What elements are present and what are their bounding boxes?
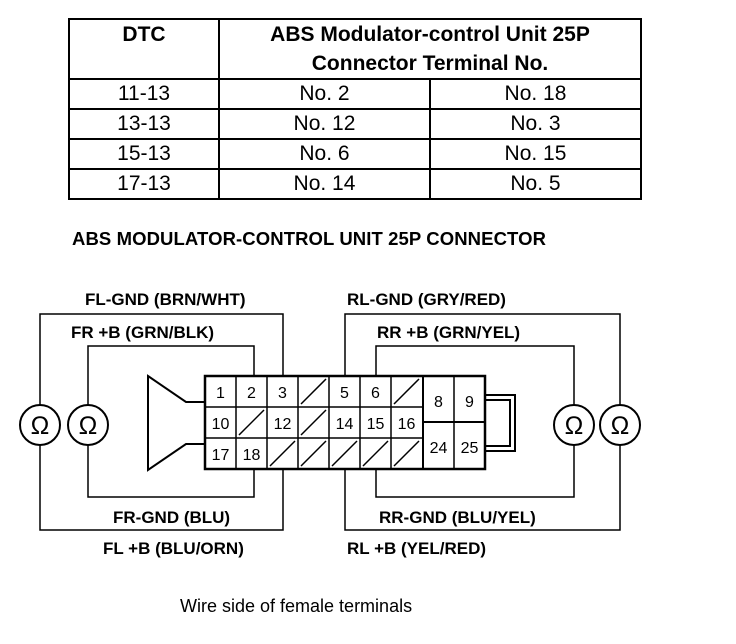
ohm-symbol: Ω: [565, 412, 584, 440]
pin-number: 1: [216, 385, 225, 402]
pin-number: 14: [336, 416, 354, 433]
terminal-b-cell: No. 15: [428, 138, 643, 170]
pin-number: 15: [367, 416, 385, 433]
pin-number: 17: [212, 447, 230, 464]
label-rr-gnd: RR-GND (BLU/YEL): [379, 508, 536, 527]
connector-latch: [485, 394, 516, 452]
label-rl-gnd: RL-GND (GRY/RED): [347, 290, 506, 309]
terminal-b-cell: No. 3: [428, 108, 643, 140]
connector-heading: ABS MODULATOR-CONTROL UNIT 25P CONNECTOR: [72, 228, 547, 249]
pin-number: 6: [371, 385, 380, 402]
blank-pin-hatch: [393, 378, 420, 405]
blank-pin-hatch: [269, 440, 296, 467]
label-fr-b: FR +B (GRN/BLK): [71, 323, 214, 342]
dtc-cell: 13-13: [68, 108, 220, 140]
pin-number: 25: [461, 440, 479, 457]
terminal-b-cell: No. 5: [428, 168, 643, 200]
dtc-terminal-table: DTC ABS Modulator-control Unit 25P Conne…: [68, 18, 643, 200]
terminal-a-cell: No. 14: [218, 168, 431, 200]
label-fl-b: FL +B (BLU/ORN): [103, 539, 244, 558]
blank-pin-hatch: [362, 440, 389, 467]
wire-fl-loop: [39, 313, 284, 531]
table-row: 15-13 No. 6 No. 15: [68, 138, 643, 170]
table-row: 13-13 No. 12 No. 3: [68, 108, 643, 140]
pin-number: 12: [274, 416, 292, 433]
blank-pin-hatch: [300, 440, 327, 467]
ohm-symbol: Ω: [31, 412, 50, 440]
terminal-b-cell: No. 18: [428, 78, 643, 110]
terminal-column-header-line2: Connector Terminal No.: [218, 49, 642, 80]
terminal-column-header-line1: ABS Modulator-control Unit 25P: [218, 18, 642, 49]
ohm-symbol: Ω: [611, 412, 630, 440]
terminal-a-cell: No. 12: [218, 108, 431, 140]
wire-rl-loop: [344, 313, 621, 531]
pin-number: 2: [247, 385, 256, 402]
dtc-cell: 11-13: [68, 78, 220, 110]
pin-number: 8: [434, 394, 443, 411]
label-rl-b: RL +B (YEL/RED): [347, 539, 486, 558]
wire-fr-loop: [87, 345, 255, 498]
terminal-a-cell: No. 2: [218, 78, 431, 110]
dtc-column-header: DTC: [68, 18, 220, 80]
pin-number: 3: [278, 385, 287, 402]
terminal-a-cell: No. 6: [218, 138, 431, 170]
blank-pin-hatch: [331, 440, 358, 467]
pin-number: 5: [340, 385, 349, 402]
label-fr-gnd: FR-GND (BLU): [113, 508, 230, 527]
diagram-caption: Wire side of female terminals: [180, 596, 413, 616]
wire-rr-loop: [375, 345, 575, 498]
table-row: 17-13 No. 14 No. 5: [68, 168, 643, 200]
ohm-symbol: Ω: [79, 412, 98, 440]
dtc-cell: 15-13: [68, 138, 220, 170]
ohm-meter-fl: Ω: [19, 404, 61, 446]
ohm-meter-rl: Ω: [599, 404, 641, 446]
blank-pin-hatch: [300, 409, 327, 436]
pin-number: 18: [243, 447, 261, 464]
ohm-meter-rr: Ω: [553, 404, 595, 446]
blank-pin-hatch: [238, 409, 265, 436]
blank-pin-hatch: [300, 378, 327, 405]
dtc-cell: 17-13: [68, 168, 220, 200]
label-fl-gnd: FL-GND (BRN/WHT): [85, 290, 246, 309]
ohm-meter-fr: Ω: [67, 404, 109, 446]
pin-number: 16: [398, 416, 416, 433]
connector-flange: [147, 374, 206, 472]
pin-number: 10: [212, 416, 230, 433]
pin-number: 24: [430, 440, 448, 457]
pin-number: 9: [465, 394, 474, 411]
label-rr-b: RR +B (GRN/YEL): [377, 323, 520, 342]
blank-pin-hatch: [393, 440, 420, 467]
table-row: 11-13 No. 2 No. 18: [68, 78, 643, 110]
